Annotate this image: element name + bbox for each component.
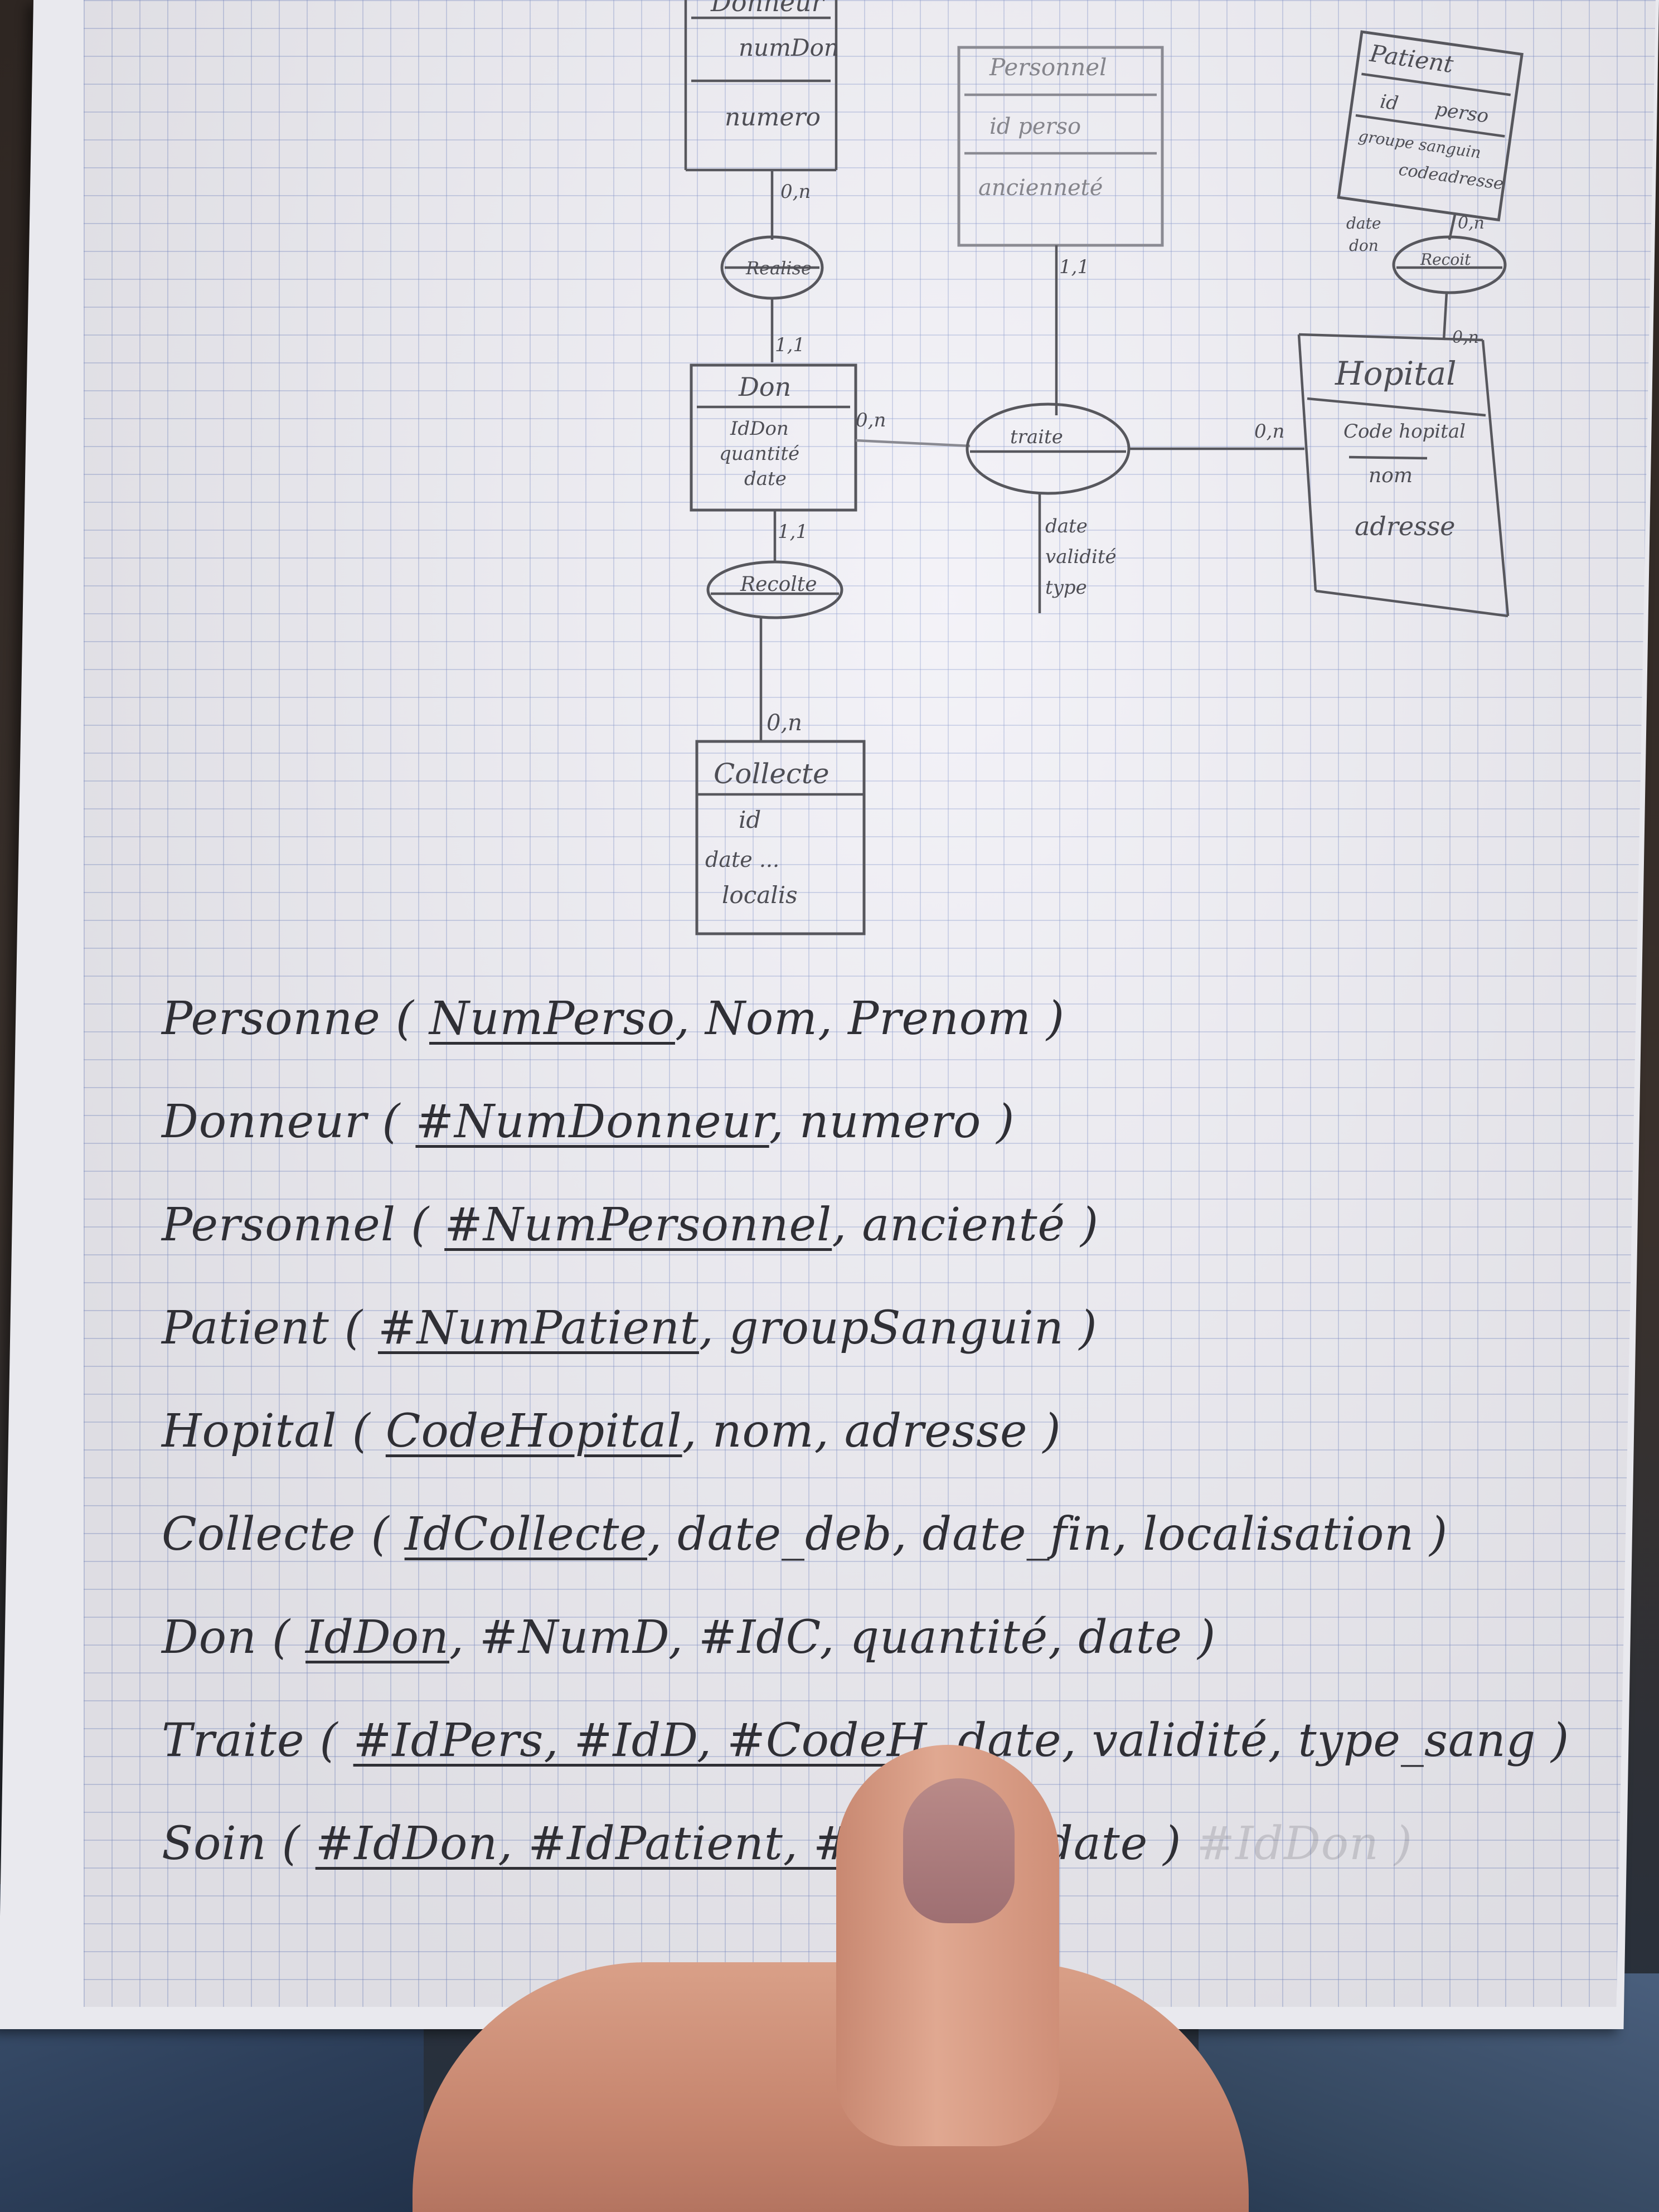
- schema-pk: #NumPatient: [377, 1302, 699, 1355]
- schema-name: Personnel: [162, 1199, 396, 1251]
- entity-personnel-attr-0: id perso: [989, 114, 1081, 139]
- card-hopital-traite: 0,n: [1254, 420, 1284, 443]
- entity-donneur-title: Donneur: [710, 0, 826, 17]
- entity-hopital: Hopital Code hopital nom adresse: [1297, 333, 1510, 618]
- entity-patient-attr-3: codeadresse: [1398, 160, 1505, 194]
- schema-row-patient: Patient ( #NumPatient, groupSanguin ): [162, 1302, 1098, 1355]
- schema-rest: , date_deb, date_fin, localisation ): [647, 1508, 1448, 1561]
- schema-row-traite: Traite ( #IdPers, #IdD, #CodeH, date, va…: [162, 1714, 1570, 1767]
- entity-personnel-title: Personnel: [989, 54, 1107, 81]
- schema-rest: , Nom, Prenom ): [675, 992, 1065, 1045]
- schema-name: Hopital: [162, 1405, 337, 1458]
- hand: [413, 1962, 1249, 2212]
- entity-collecte-attr-1: date ...: [705, 847, 779, 872]
- schema-rest: , ancienté ): [832, 1199, 1099, 1251]
- schema-rest: , nom, adresse ): [682, 1405, 1061, 1458]
- assoc-recoit-label: Recoit: [1420, 250, 1471, 269]
- schema-name: Donneur: [162, 1095, 367, 1148]
- card-realise-don: 1,1: [775, 334, 805, 356]
- schema-rest: , groupSanguin ): [698, 1302, 1098, 1355]
- schema-row-personne: Personne ( NumPerso, Nom, Prenom ): [162, 992, 1065, 1045]
- schema-rest: , #NumD, #IdC, quantité, date ): [449, 1611, 1216, 1664]
- schema-rest: , numero ): [769, 1095, 1015, 1148]
- assoc-recoit-attr-1: don: [1349, 236, 1379, 255]
- entity-don-attr-2: date: [744, 468, 787, 490]
- assoc-recolte: Recolte: [706, 560, 843, 619]
- thumbnail: [903, 1778, 1015, 1923]
- entity-collecte-attr-0: id: [739, 806, 761, 833]
- schema-name: Traite: [162, 1714, 305, 1767]
- schema-name: Patient: [162, 1302, 329, 1355]
- card-patient-recoit: 0,n: [1458, 214, 1485, 233]
- entity-don: Don IdDon quantité date: [690, 363, 857, 512]
- card-don-traite: 0,n: [856, 409, 886, 431]
- entity-collecte: Collecte id date ... localis: [695, 740, 866, 935]
- assoc-realise-label: Realise: [745, 258, 812, 279]
- assoc-recolte-label: Recolte: [740, 573, 817, 596]
- entity-hopital-attr-1: nom: [1369, 464, 1413, 487]
- card-don-recolte: 1,1: [778, 521, 808, 543]
- schema-row-donneur: Donneur ( #NumDonneur, numero ): [162, 1095, 1015, 1148]
- assoc-traite-attr-0: date: [1045, 515, 1088, 537]
- grid-paper-page: [84, 0, 1656, 2007]
- schema-erased-text: #IdDon ): [1196, 1817, 1413, 1870]
- schema-rest: , date, validité, type_sang ): [927, 1714, 1570, 1767]
- assoc-traite-label: traite: [1010, 426, 1063, 448]
- schema-pk: CodeHopital: [385, 1405, 682, 1458]
- assoc-recoit-attr-0: date: [1346, 214, 1381, 232]
- entity-hopital-attr-2: adresse: [1355, 511, 1456, 541]
- entity-collecte-attr-2: localis: [722, 881, 798, 909]
- schema-pk: #IdPers, #IdD, #CodeH: [353, 1714, 928, 1767]
- schema-name: Don: [162, 1611, 257, 1664]
- schema-pk: #NumPersonnel: [444, 1199, 832, 1251]
- entity-personnel: Personnel id perso ancienneté: [957, 46, 1164, 247]
- entity-donneur: Donneur numDon numero: [684, 0, 839, 172]
- assoc-traite: traite date validité type: [966, 402, 1131, 613]
- entity-patient-attr-2: groupe sanguin: [1357, 127, 1482, 162]
- entity-don-title: Don: [738, 372, 791, 402]
- schema-row-personnel: Personnel ( #NumPersonnel, ancienté ): [162, 1199, 1099, 1251]
- entity-collecte-title: Collecte: [714, 758, 830, 790]
- assoc-realise: Realise: [720, 235, 824, 300]
- card-donneur-realise: 0,n: [780, 181, 811, 203]
- entity-patient-title: Patient: [1367, 40, 1455, 79]
- card-personnel-traite: 1,1: [1059, 256, 1089, 278]
- assoc-traite-attr-2: type: [1045, 576, 1087, 599]
- schema-name: Personne: [162, 992, 381, 1045]
- schema-pk: IdCollecte: [404, 1508, 647, 1561]
- entity-donneur-attr-1: numero: [725, 103, 821, 132]
- schema-row-don: Don ( IdDon, #NumD, #IdC, quantité, date…: [162, 1611, 1216, 1664]
- schema-row-collecte: Collecte ( IdCollecte, date_deb, date_fi…: [162, 1508, 1448, 1561]
- entity-patient-attr-0: id: [1379, 90, 1400, 115]
- schema-pk: #NumDonneur: [415, 1095, 769, 1148]
- entity-don-attr-0: IdDon: [730, 418, 789, 440]
- card-collecte-recolte: 0,n: [767, 710, 802, 736]
- schema-pk: IdDon: [305, 1611, 449, 1664]
- assoc-traite-attr-1: validité: [1045, 546, 1117, 568]
- entity-hopital-attr-0: Code hopital: [1343, 420, 1466, 443]
- schema-row-hopital: Hopital ( CodeHopital, nom, adresse ): [162, 1405, 1061, 1458]
- card-hopital-recoit: 0,n: [1452, 328, 1479, 347]
- entity-patient: Patient id perso groupe sanguin codeadre…: [1337, 30, 1524, 222]
- entity-hopital-title: Hopital: [1335, 355, 1457, 392]
- entity-personnel-attr-1: ancienneté: [978, 175, 1103, 201]
- schema-name: Soin: [162, 1817, 267, 1870]
- assoc-recoit: Recoit: [1392, 235, 1507, 294]
- entity-donneur-attr-0: numDon: [739, 34, 839, 61]
- schema-row-soin: Soin ( #IdDon, #IdPatient, #CodeH, date …: [162, 1817, 1413, 1870]
- schema-pk: NumPerso: [429, 992, 675, 1045]
- entity-patient-attr-1: perso: [1434, 98, 1490, 128]
- schema-name: Collecte: [162, 1508, 356, 1561]
- entity-don-attr-1: quantité: [719, 443, 799, 465]
